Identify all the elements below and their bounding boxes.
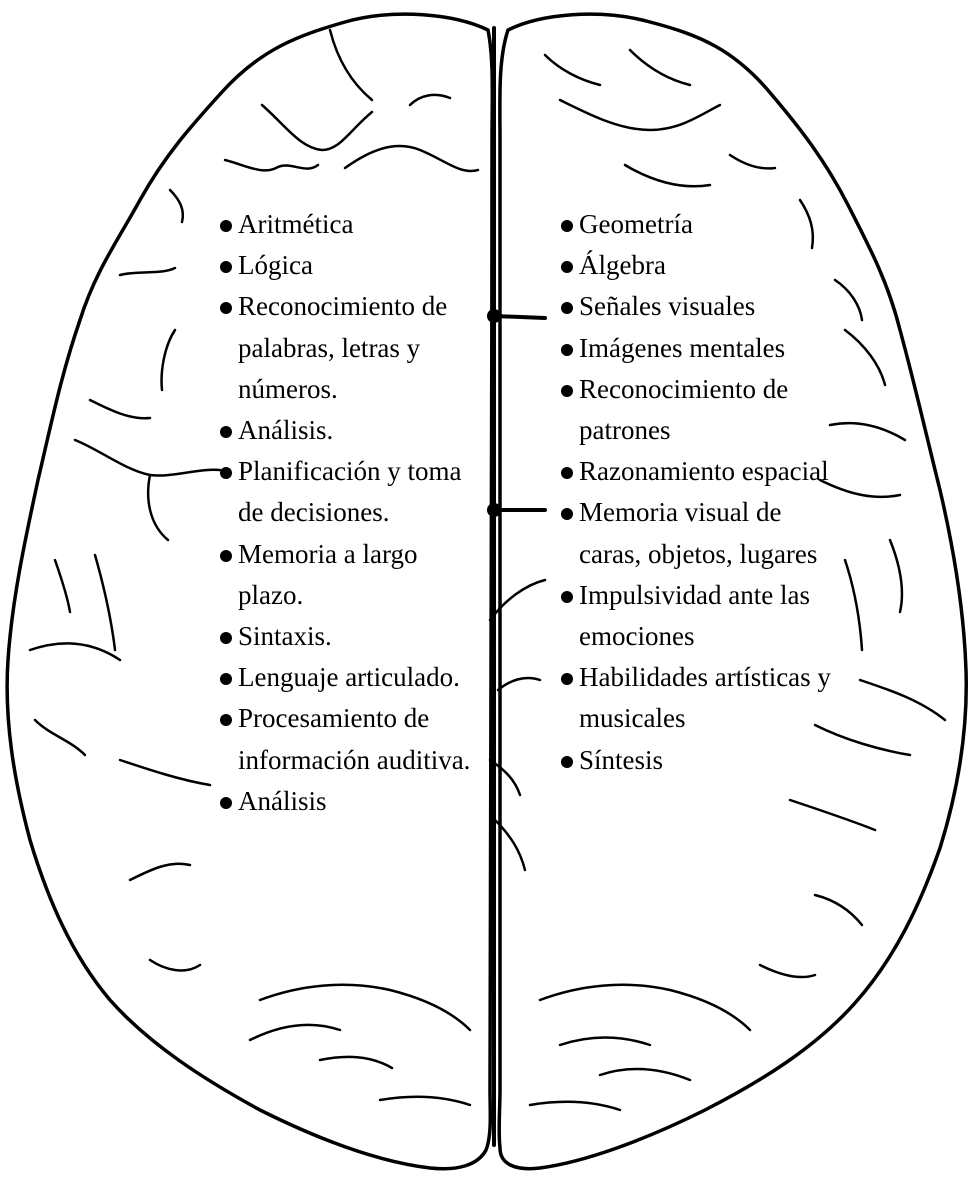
bullet-icon [220, 673, 232, 685]
left-function-item: Procesamiento de información auditiva. [218, 698, 488, 780]
bullet-icon [561, 220, 573, 232]
bullet-icon [220, 261, 232, 273]
right-function-item: Álgebra [559, 245, 834, 286]
right-function-label: Síntesis [579, 745, 663, 775]
left-function-item: Planificación y toma de decisiones. [218, 451, 488, 533]
left-function-label: Memoria a largo plazo. [238, 539, 417, 610]
left-function-item: Aritmética [218, 204, 488, 245]
bullet-icon [561, 344, 573, 356]
bullet-icon [561, 261, 573, 273]
right-function-label: Habilidades artísticas y musicales [579, 662, 831, 733]
left-function-label: Análisis. [238, 415, 333, 445]
left-function-label: Aritmética [238, 209, 353, 239]
right-hemisphere-functions: Geometría Álgebra Señales visuales Imáge… [559, 204, 834, 781]
bullet-icon [220, 302, 232, 314]
bullet-icon [561, 508, 573, 520]
right-function-item: Razonamiento espacial [559, 451, 834, 492]
right-function-item: Impulsividad ante las emociones [559, 575, 834, 657]
left-function-label: Lógica [238, 250, 313, 280]
left-function-label: Análisis [238, 786, 327, 816]
right-function-label: Señales visuales [579, 291, 755, 321]
right-function-item: Reconocimiento de patrones [559, 369, 834, 451]
bullet-icon [561, 385, 573, 397]
right-function-item: Señales visuales [559, 286, 834, 327]
fissure-node-middle [487, 503, 501, 517]
bullet-icon [561, 302, 573, 314]
bullet-icon [561, 756, 573, 768]
bullet-icon [220, 426, 232, 438]
bullet-icon [561, 591, 573, 603]
right-function-label: Memoria visual de caras, objetos, lugare… [579, 497, 817, 568]
left-function-label: Procesamiento de información auditiva. [238, 703, 470, 774]
left-function-item: Análisis [218, 781, 488, 822]
right-function-label: Imágenes mentales [579, 333, 785, 363]
fissure-branch-upper [494, 316, 545, 318]
right-function-label: Álgebra [579, 250, 666, 280]
left-function-label: Lenguaje articulado. [238, 662, 460, 692]
right-function-label: Impulsividad ante las emociones [579, 580, 810, 651]
left-hemisphere-functions: Aritmética Lógica Reconocimiento de pala… [218, 204, 488, 822]
left-function-label: Sintaxis. [238, 621, 332, 651]
left-function-label: Planificación y toma de decisiones. [238, 456, 461, 527]
right-function-label: Reconocimiento de patrones [579, 374, 788, 445]
bullet-icon [220, 797, 232, 809]
left-function-item: Lógica [218, 245, 488, 286]
fissure-node-upper [487, 309, 501, 323]
bullet-icon [220, 714, 232, 726]
left-function-item: Memoria a largo plazo. [218, 534, 488, 616]
left-function-item: Lenguaje articulado. [218, 657, 488, 698]
right-function-label: Razonamiento espacial [579, 456, 829, 486]
right-function-item: Síntesis [559, 740, 834, 781]
bullet-icon [220, 632, 232, 644]
left-function-item: Sintaxis. [218, 616, 488, 657]
left-function-label: Reconocimiento de palabras, letras y núm… [238, 291, 447, 403]
bullet-icon [220, 550, 232, 562]
bullet-icon [220, 220, 232, 232]
bullet-icon [561, 467, 573, 479]
left-function-item: Reconocimiento de palabras, letras y núm… [218, 286, 488, 410]
right-function-item: Habilidades artísticas y musicales [559, 657, 834, 739]
right-function-item: Geometría [559, 204, 834, 245]
right-function-label: Geometría [579, 209, 693, 239]
bullet-icon [220, 467, 232, 479]
right-function-item: Imágenes mentales [559, 328, 834, 369]
left-function-item: Análisis. [218, 410, 488, 451]
bullet-icon [561, 673, 573, 685]
right-function-item: Memoria visual de caras, objetos, lugare… [559, 492, 834, 574]
